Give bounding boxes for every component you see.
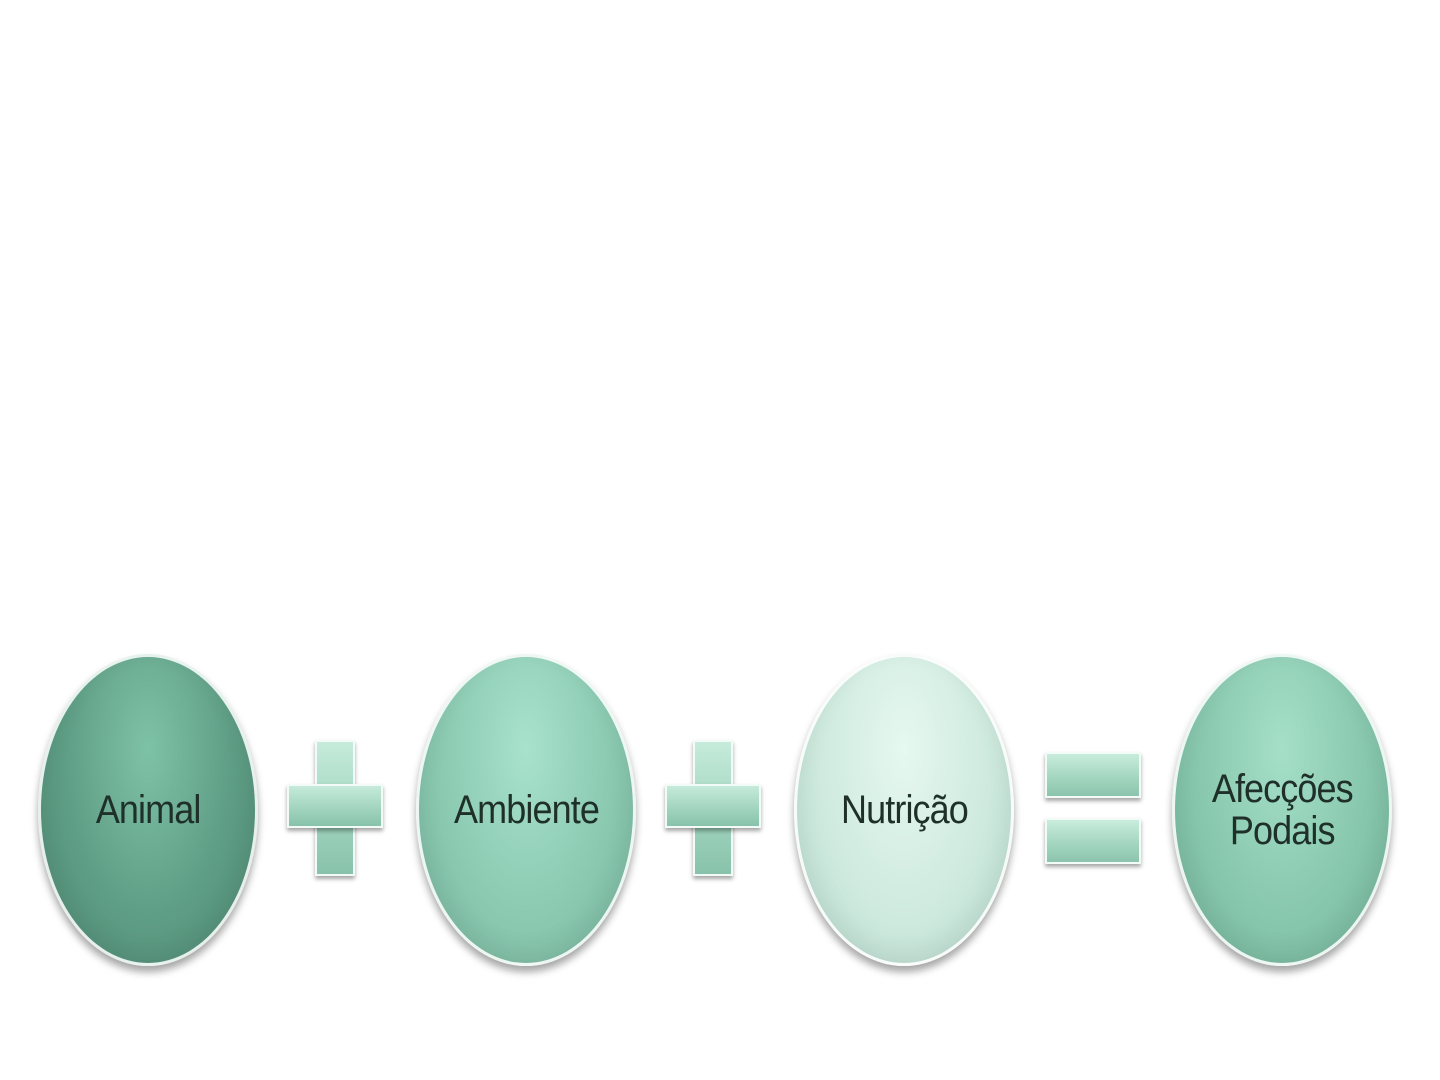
node-label-afeccoes-podais: Afecções Podais xyxy=(1212,768,1353,852)
equals-bottom-bar xyxy=(1045,818,1141,864)
equals-top-bar xyxy=(1045,752,1141,798)
plus-horizontal-bar xyxy=(287,784,383,828)
plus-operator-icon xyxy=(665,740,761,876)
node-label-nutricao: Nutrição xyxy=(841,789,968,831)
node-nutricao: Nutrição xyxy=(794,654,1014,966)
plus-horizontal-bar xyxy=(665,784,761,828)
node-label-ambiente: Ambiente xyxy=(454,789,599,831)
node-afeccoes-podais: Afecções Podais xyxy=(1172,654,1392,966)
equals-operator-icon xyxy=(1045,752,1141,868)
node-label-animal: Animal xyxy=(96,789,201,831)
node-animal: Animal xyxy=(38,654,258,966)
node-ambiente: Ambiente xyxy=(416,654,636,966)
plus-operator-icon xyxy=(287,740,383,876)
